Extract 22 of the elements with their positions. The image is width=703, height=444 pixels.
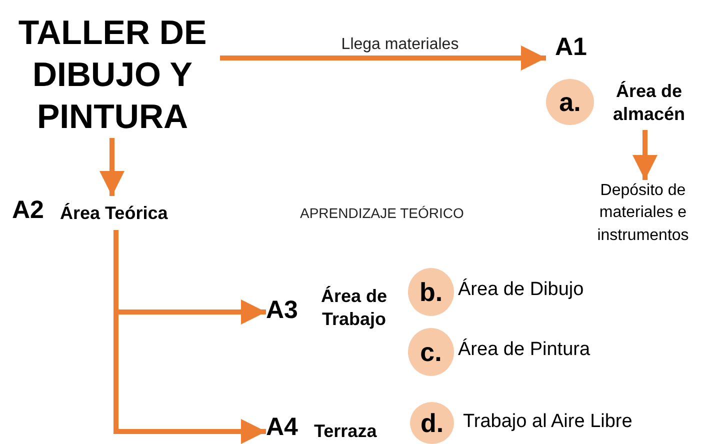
area-description: Depósito de materiales e instrumentos [596, 181, 690, 246]
area-description: Área de Pintura [458, 339, 590, 361]
arrow [100, 138, 124, 196]
area-name: Área de almacén [612, 80, 686, 126]
arrow [220, 46, 546, 70]
area-code: A2 [12, 196, 44, 225]
area-name: Área Teórica [60, 202, 168, 225]
area-code: A3 [266, 296, 298, 325]
letter-circle: d. [410, 402, 454, 444]
letter-circle: b. [408, 268, 454, 316]
workshop-heading: TALLER DE DIBUJO Y PINTURA [17, 13, 208, 138]
area-name: Área de Trabajo [320, 285, 388, 332]
edge-label: Llega materiales [340, 35, 460, 55]
letter-circle: c. [408, 328, 454, 376]
section-note: APRENDIZAJE TEÓRICO [300, 205, 464, 221]
area-code: A1 [555, 33, 587, 62]
arrow [632, 130, 658, 180]
area-description: Área de Dibujo [458, 279, 584, 301]
area-name: Terraza [314, 420, 377, 443]
area-code: A4 [266, 413, 298, 442]
letter-circle: a. [546, 79, 594, 125]
area-description: Trabajo al Aire Libre [463, 411, 632, 433]
